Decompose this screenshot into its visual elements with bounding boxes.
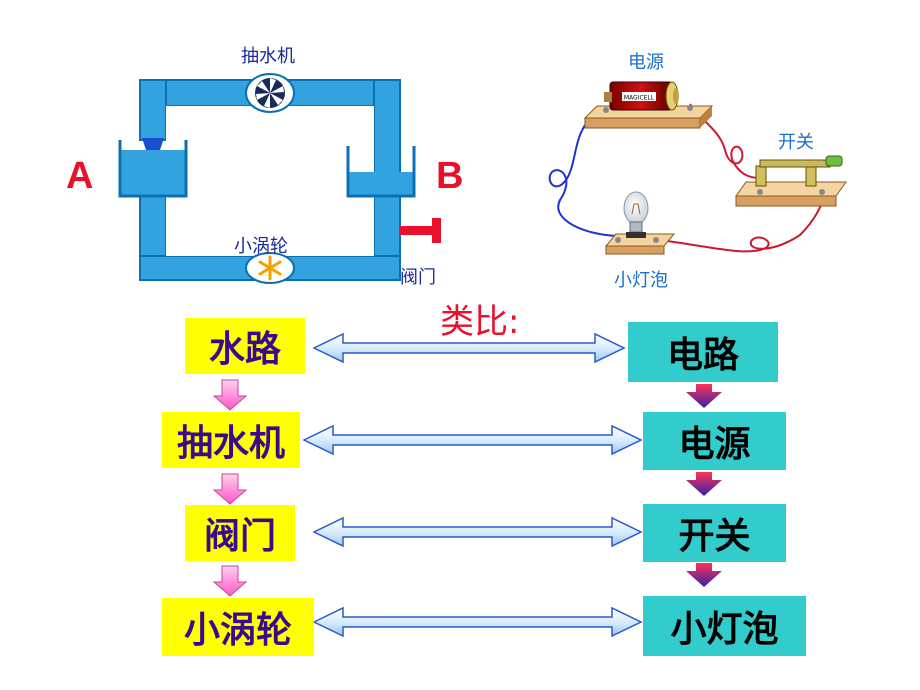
right-down-arrows: [686, 384, 722, 587]
bulb-label: 小灯泡: [614, 270, 668, 291]
wire-blue: [548, 109, 619, 237]
right-box-electric-circuit: 电路: [628, 322, 778, 382]
container-b-water: [348, 172, 414, 196]
double-arrow-3: [312, 516, 643, 548]
double-arrow-4: [312, 606, 643, 638]
power-label: 电源: [628, 52, 664, 73]
container-a-water: [120, 150, 186, 196]
pipe-left-upper: [139, 79, 167, 141]
right-box-bulb: 小灯泡: [643, 596, 806, 656]
left-box-valve: 阀门: [185, 505, 295, 561]
left-down-arrows: [212, 379, 248, 597]
right-down-arrow-3: [686, 563, 722, 587]
label-a: A: [66, 155, 94, 197]
wire-red-top: [689, 103, 761, 179]
container-b: [346, 146, 416, 198]
bulb-icon: [604, 191, 676, 255]
left-down-arrow-1: [212, 379, 248, 411]
electric-circuit: MAGICELL: [548, 81, 847, 255]
loop-interior: [166, 106, 374, 256]
container-a: [118, 138, 188, 198]
water-circuit: [118, 73, 441, 284]
wire-red-bottom: [659, 199, 823, 253]
left-box-pump: 抽水机: [162, 412, 300, 468]
left-box-turbine: 小涡轮: [162, 598, 314, 656]
left-box-water-path: 水路: [185, 318, 305, 374]
right-down-arrow-1: [686, 384, 722, 408]
analogy-arrows: [302, 332, 643, 638]
turbine-label: 小涡轮: [234, 236, 288, 257]
right-down-arrow-2: [686, 472, 722, 496]
turbine-icon: [245, 252, 295, 284]
battery-brand: MAGICELL: [624, 95, 655, 102]
label-b: B: [436, 155, 464, 197]
switch-label: 开关: [778, 132, 814, 153]
left-down-arrow-3: [212, 565, 248, 597]
switch-icon: [735, 155, 847, 207]
valve-icon: [400, 218, 441, 243]
pump-label: 抽水机: [241, 46, 295, 67]
battery-icon: MAGICELL: [583, 81, 714, 129]
analogy-title: 类比:: [440, 302, 520, 342]
right-box-switch: 开关: [643, 504, 786, 562]
pump-icon: [245, 73, 295, 113]
double-arrow-1: [312, 332, 626, 364]
right-box-power: 电源: [643, 412, 786, 470]
double-arrow-2: [302, 424, 643, 456]
left-down-arrow-2: [212, 473, 248, 505]
valve-label: 阀门: [400, 267, 436, 288]
